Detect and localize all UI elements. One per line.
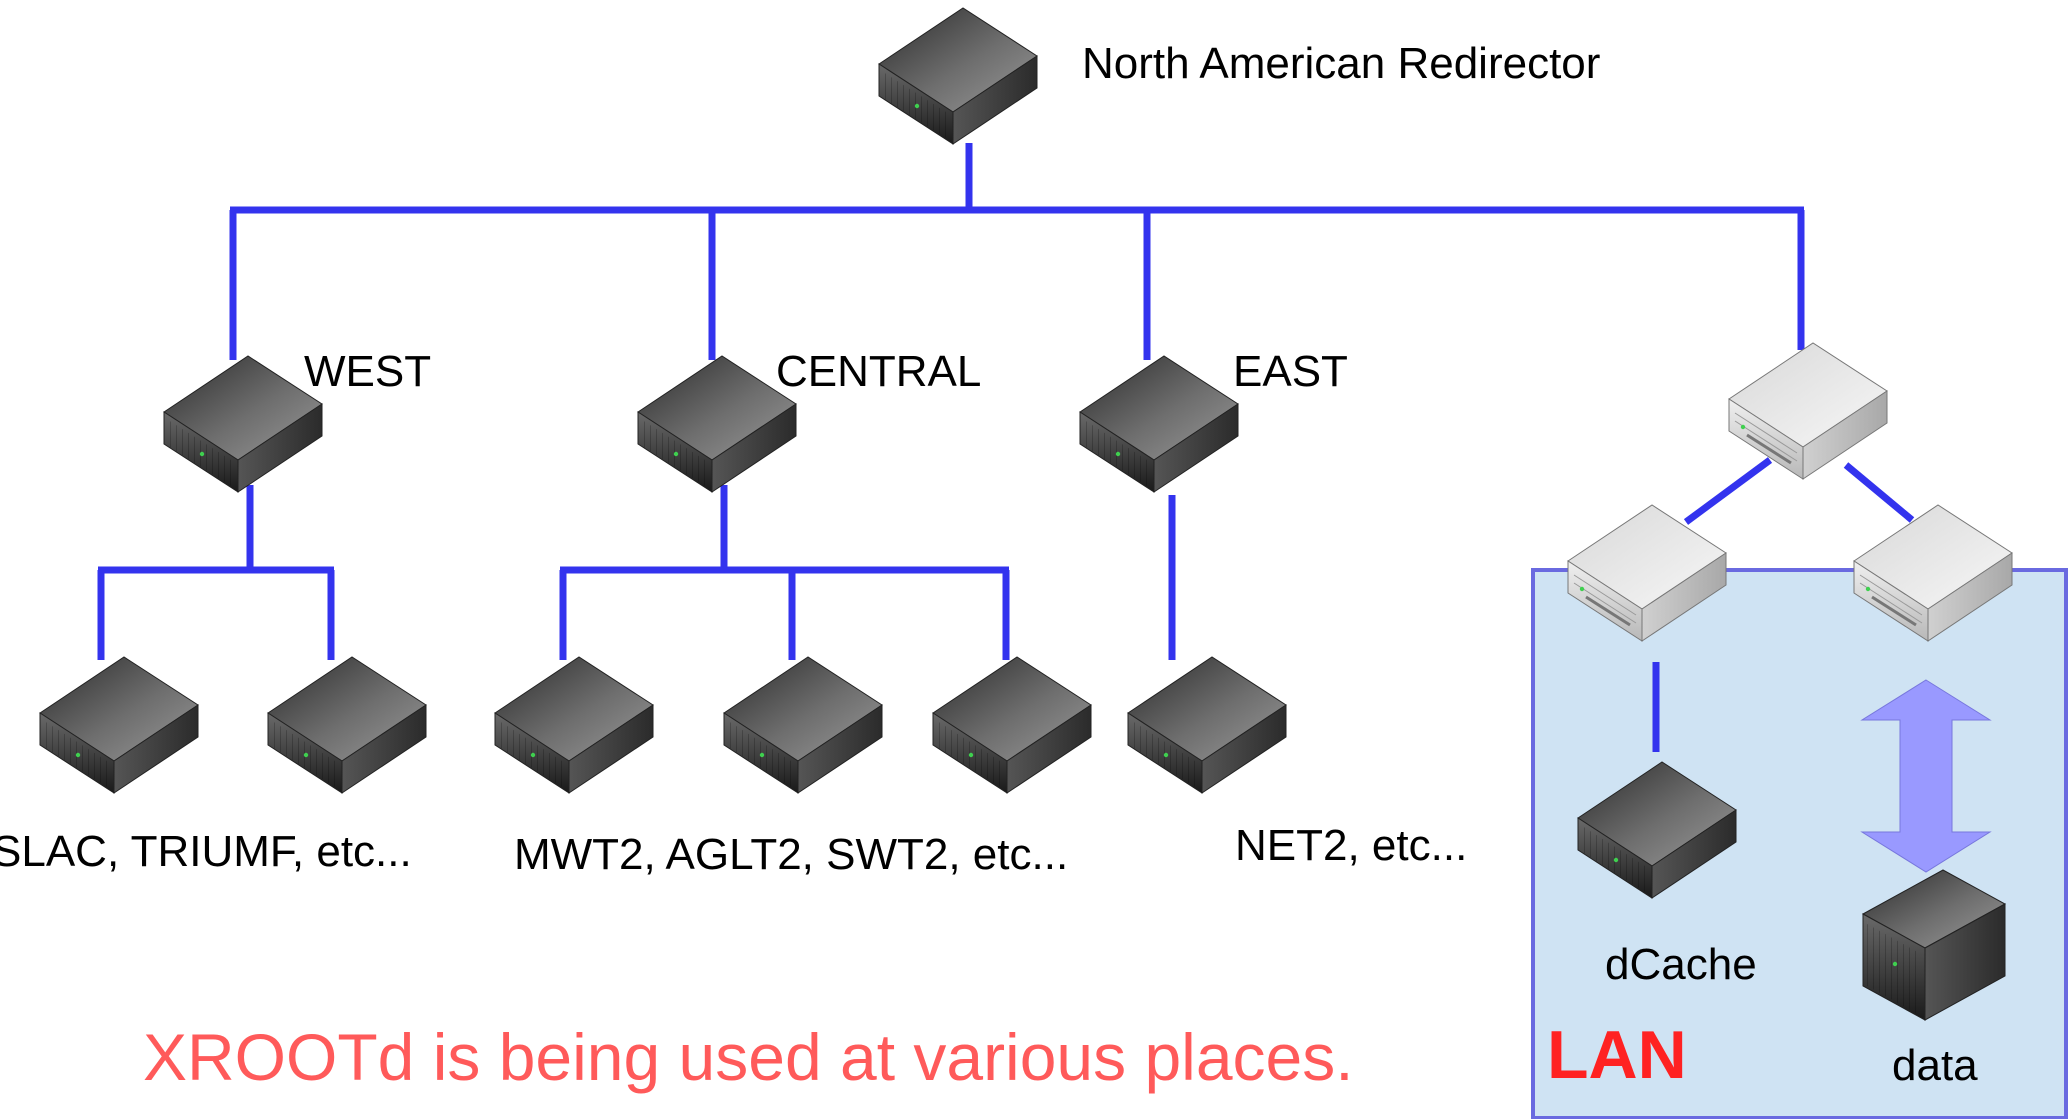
caption-text: XROOTd is being used at various places. bbox=[143, 1020, 1354, 1094]
east-region-label: EAST bbox=[1233, 347, 1348, 396]
central-redirector-server-icon bbox=[637, 355, 797, 493]
data-label: data bbox=[1892, 1041, 1978, 1090]
central-region-label: CENTRAL bbox=[776, 347, 981, 396]
root-redirector-label: North American Redirector bbox=[1082, 39, 1600, 88]
root-redirector-server-icon bbox=[878, 7, 1038, 145]
west-redirector-server-icon bbox=[163, 355, 323, 493]
west-site-server-1-icon bbox=[39, 656, 199, 794]
west-region-label: WEST bbox=[304, 347, 431, 396]
east-site-server-icon bbox=[1127, 656, 1287, 794]
double-arrow-icon bbox=[1860, 679, 1992, 873]
dcache-label: dCache bbox=[1605, 940, 1757, 989]
local-redirector-server-icon bbox=[1727, 341, 1889, 481]
network-links bbox=[97, 143, 1915, 752]
west-sites-label: SLAC, TRIUMF, etc... bbox=[0, 827, 412, 876]
central-site-server-1-icon bbox=[494, 656, 654, 794]
lan-label: LAN bbox=[1547, 1017, 1687, 1093]
east-redirector-server-icon bbox=[1079, 355, 1239, 493]
west-site-server-2-icon bbox=[267, 656, 427, 794]
east-sites-label: NET2, etc... bbox=[1235, 821, 1467, 870]
central-sites-label: MWT2, AGLT2, SWT2, etc... bbox=[514, 830, 1068, 879]
central-site-server-2-icon bbox=[723, 656, 883, 794]
central-site-server-3-icon bbox=[932, 656, 1092, 794]
